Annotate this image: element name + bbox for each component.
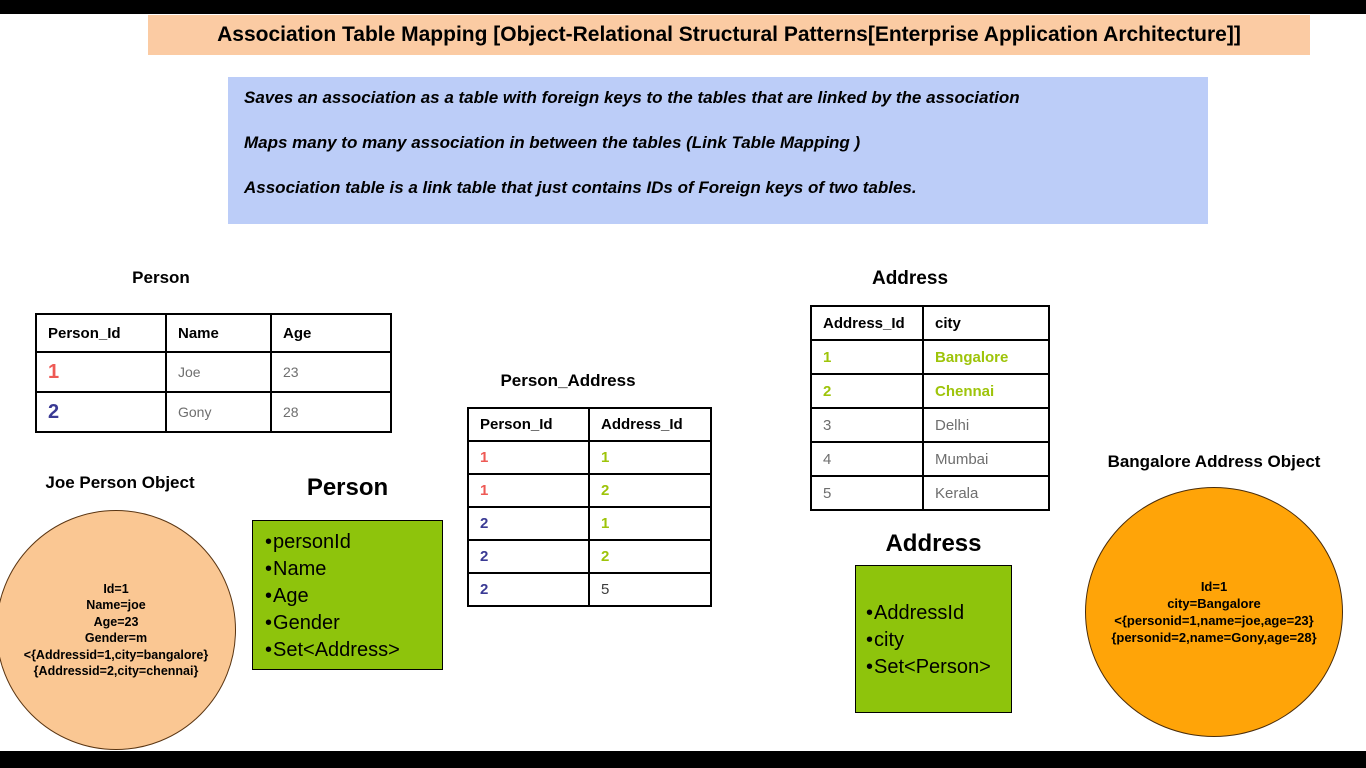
address-id-cell: 1 (810, 339, 924, 375)
object-field: Id=1 (1200, 579, 1228, 594)
address-table-title: Address (871, 268, 949, 289)
person-id-cell: 2 (467, 572, 590, 607)
column-header: Person_Id (467, 407, 590, 442)
table-row: 3 Delhi (810, 407, 1050, 443)
table-header-row: Address_Id city (810, 305, 1050, 341)
class-attribute: city (866, 627, 1011, 654)
person-class-title: Person (306, 474, 389, 501)
city-cell: Delhi (922, 407, 1050, 443)
table-row: 4 Mumbai (810, 441, 1050, 477)
address-id-cell: 3 (810, 407, 924, 443)
slide-title: Association Table Mapping [Object-Relati… (148, 15, 1310, 55)
person-id-cell: 2 (467, 539, 590, 574)
city-cell: Kerala (922, 475, 1050, 511)
age-cell: 28 (270, 391, 392, 433)
bangalore-object-title: Bangalore Address Object (1107, 452, 1321, 471)
person-id-cell: 1 (467, 473, 590, 508)
class-attribute: Gender (265, 610, 442, 637)
object-field: Age=23 (93, 614, 139, 629)
bangalore-address-object-circle: Id=1 city=Bangalore <{personid=1,name=jo… (1085, 487, 1343, 737)
object-field: {personid=2,name=Gony,age=28} (1111, 630, 1317, 645)
object-field: Name=joe (86, 598, 146, 612)
note-line: Saves an association as a table with for… (244, 88, 1020, 107)
person-table: Person_Id Name Age 1 Joe 23 2 Gony 28 (35, 313, 392, 433)
table-row: 2 1 (467, 506, 712, 541)
table-row: 2 2 (467, 539, 712, 574)
object-field: <{personid=1,name=joe,age=23} (1114, 613, 1314, 628)
joe-person-object-circle: Id=1 Name=joe Age=23 Gender=m <{Addressi… (0, 510, 236, 750)
object-field: {Addressid=2,city=chennai} (33, 664, 199, 678)
person-address-table-title: Person_Address (500, 371, 636, 390)
note-line: Association table is a link table that j… (244, 178, 917, 197)
address-id-cell: 5 (588, 572, 712, 607)
city-cell: Chennai (922, 373, 1050, 409)
age-cell: 23 (270, 351, 392, 393)
notes-panel: Saves an association as a table with for… (228, 77, 1208, 224)
person-table-title: Person (132, 268, 190, 287)
address-class-title: Address (885, 530, 982, 557)
table-row: 1 2 (467, 473, 712, 508)
address-id-cell: 2 (588, 539, 712, 574)
column-header: Person_Id (35, 313, 167, 353)
object-field: <{Addressid=1,city=bangalore} (23, 647, 209, 662)
city-cell: Bangalore (922, 339, 1050, 375)
object-field: city=Bangalore (1167, 596, 1261, 611)
table-row: 1 1 (467, 440, 712, 475)
class-attribute: Name (265, 556, 442, 583)
address-table: Address_Id city 1 Bangalore 2 Chennai 3 … (810, 305, 1050, 511)
object-field: Gender=m (84, 631, 148, 645)
table-row: 1 Joe 23 (35, 351, 392, 393)
address-id-cell: 5 (810, 475, 924, 511)
city-cell: Mumbai (922, 441, 1050, 477)
class-attribute: personId (265, 529, 442, 556)
table-header-row: Person_Id Address_Id (467, 407, 712, 442)
table-row: 2 Chennai (810, 373, 1050, 409)
person-address-table: Person_Id Address_Id 1 1 1 2 2 1 2 2 2 5 (467, 407, 712, 607)
column-header: city (922, 305, 1050, 341)
table-row: 2 Gony 28 (35, 391, 392, 433)
table-row: 2 5 (467, 572, 712, 607)
table-header-row: Person_Id Name Age (35, 313, 392, 353)
column-header: Address_Id (810, 305, 924, 341)
person-id-cell: 2 (35, 391, 167, 433)
class-attribute: Set<Address> (265, 637, 442, 664)
class-attribute: Age (265, 583, 442, 610)
address-class-box: AddressId city Set<Person> (855, 565, 1012, 713)
address-id-cell: 1 (588, 440, 712, 475)
person-id-cell: 1 (467, 440, 590, 475)
name-cell: Gony (165, 391, 272, 433)
address-id-cell: 1 (588, 506, 712, 541)
table-row: 5 Kerala (810, 475, 1050, 511)
column-header: Name (165, 313, 272, 353)
top-letterbox-bar (0, 0, 1366, 14)
class-attribute: Set<Person> (866, 654, 1011, 681)
column-header: Address_Id (588, 407, 712, 442)
joe-object-title: Joe Person Object (45, 473, 195, 492)
address-id-cell: 2 (810, 373, 924, 409)
person-id-cell: 2 (467, 506, 590, 541)
name-cell: Joe (165, 351, 272, 393)
object-field: Id=1 (103, 581, 129, 596)
column-header: Age (270, 313, 392, 353)
bottom-letterbox-bar (0, 751, 1366, 768)
class-attribute: AddressId (866, 600, 1011, 627)
note-line: Maps many to many association in between… (244, 133, 861, 152)
address-id-cell: 4 (810, 441, 924, 477)
person-class-box: personId Name Age Gender Set<Address> (252, 520, 443, 670)
person-id-cell: 1 (35, 351, 167, 393)
address-id-cell: 2 (588, 473, 712, 508)
table-row: 1 Bangalore (810, 339, 1050, 375)
